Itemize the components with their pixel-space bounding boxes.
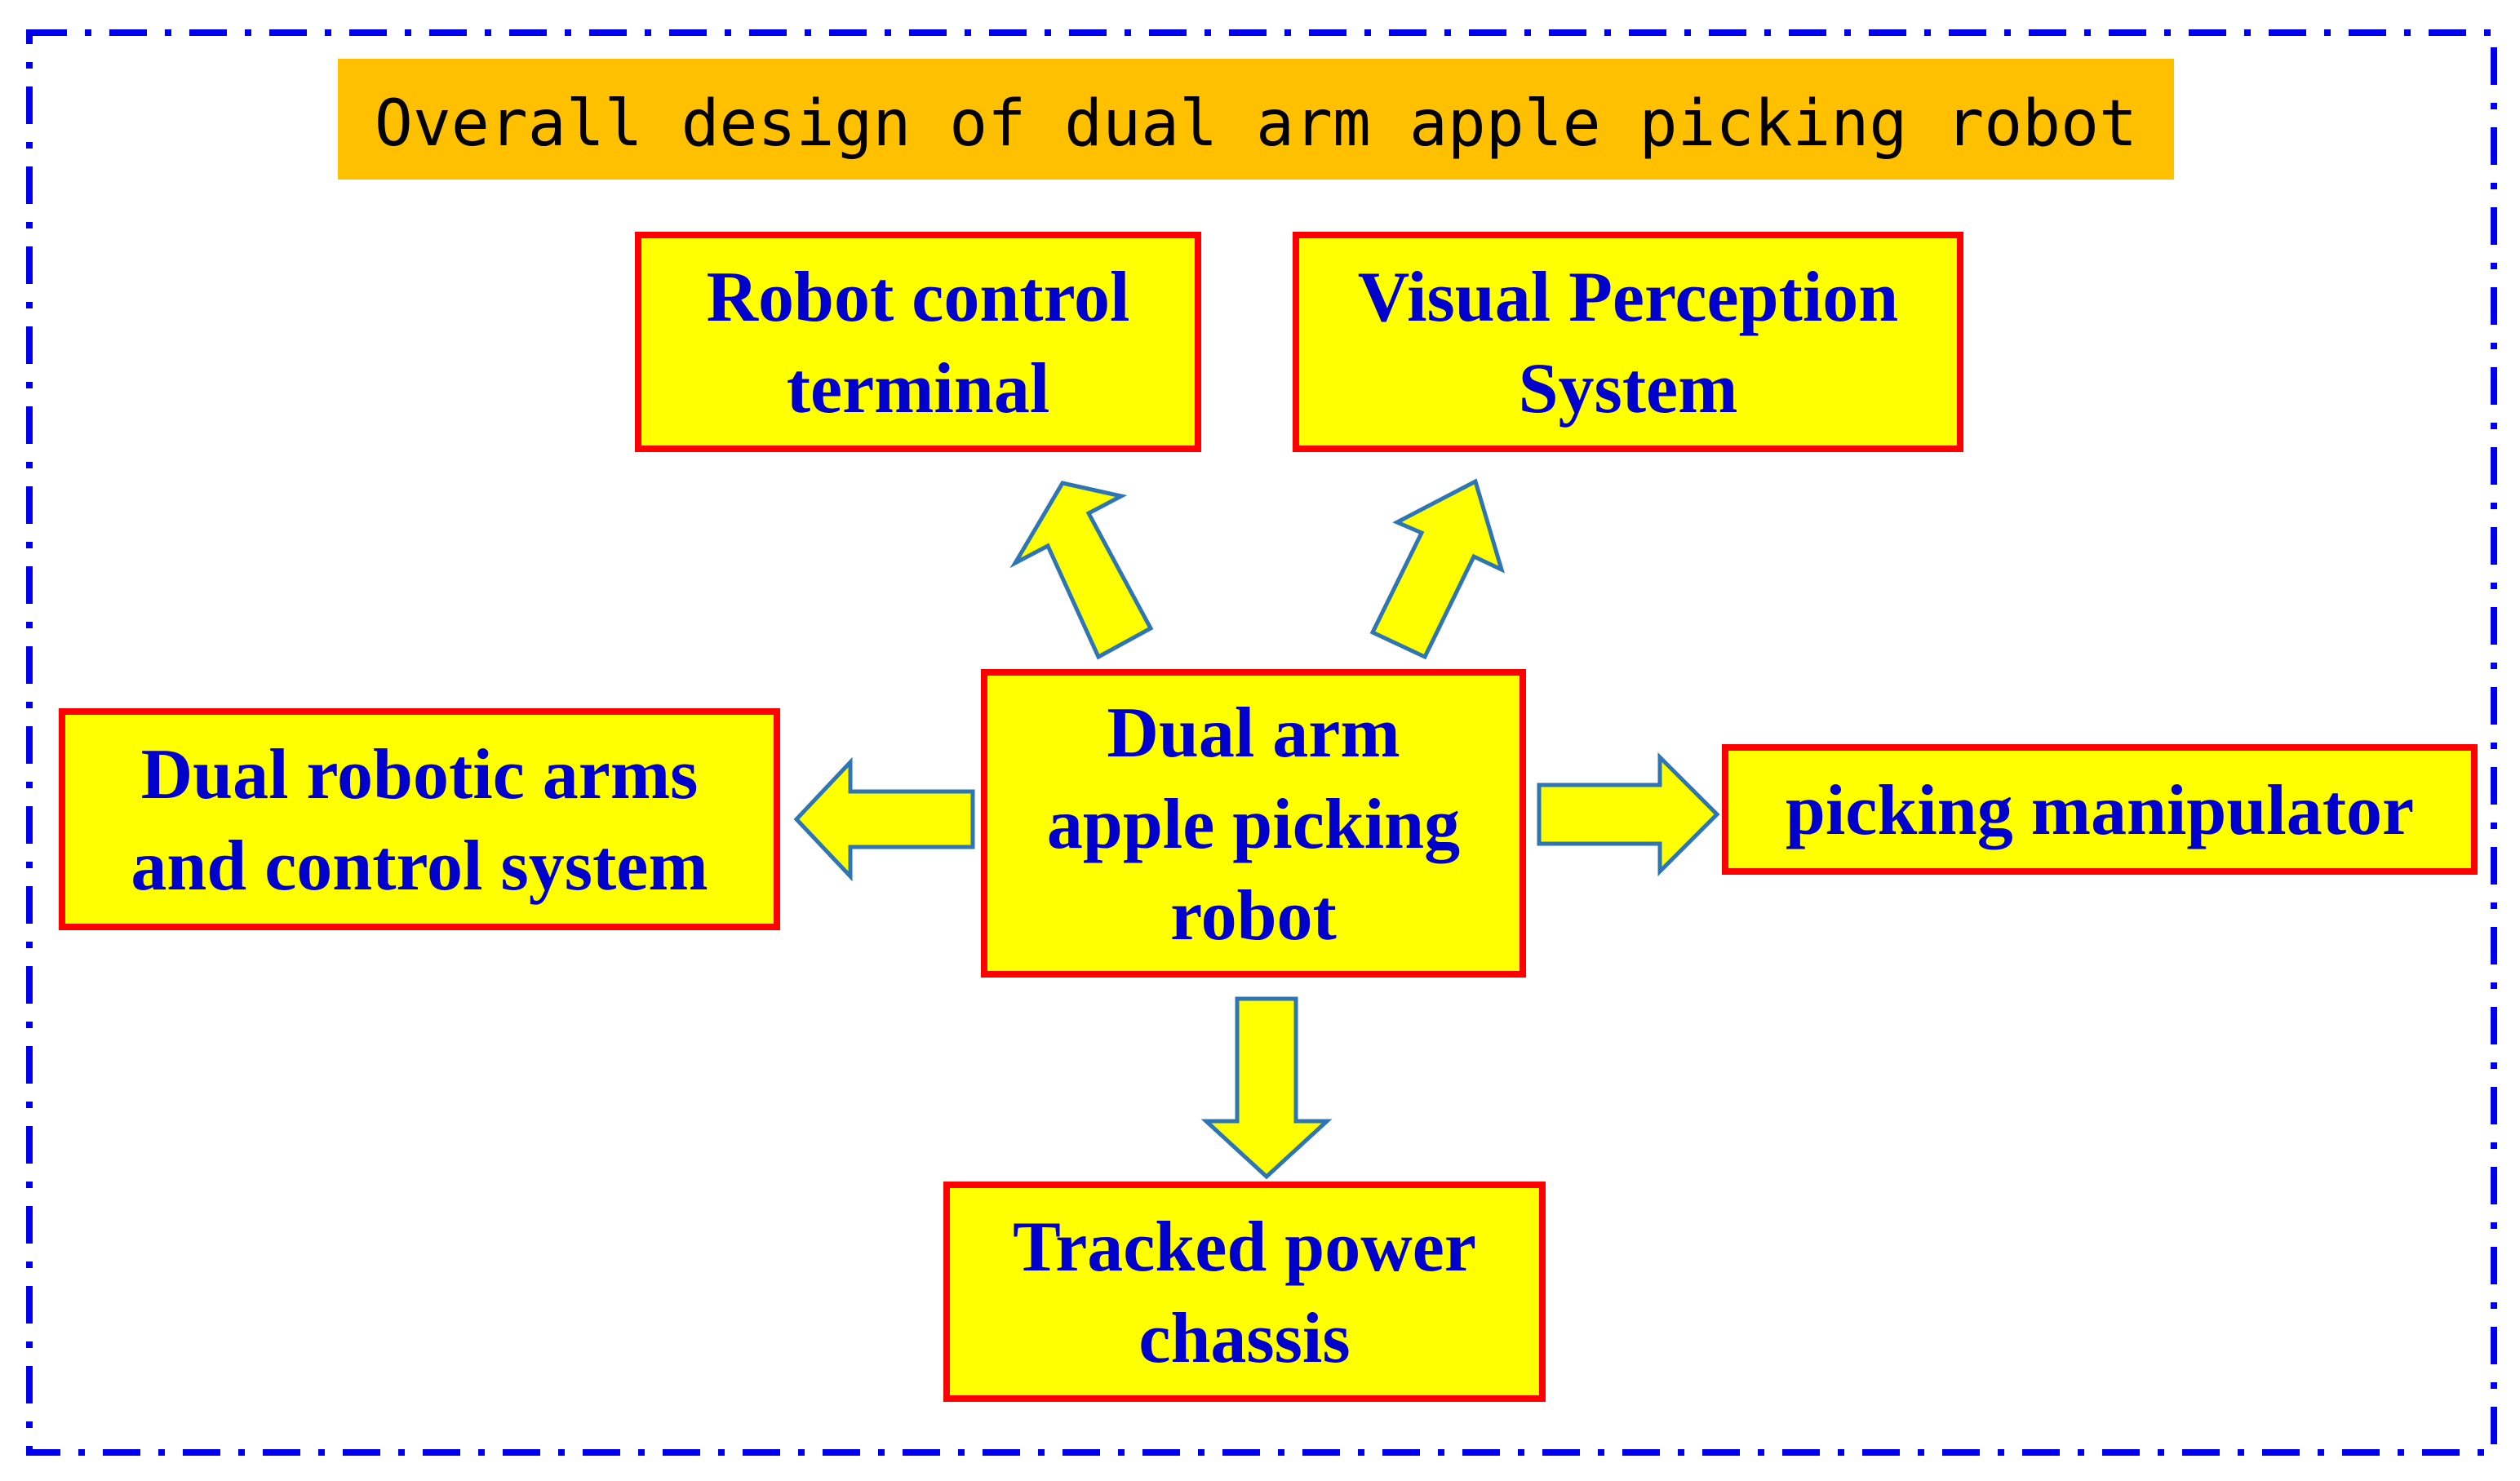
title-banner: Overall design of dual arm apple picking… (338, 59, 2174, 180)
node-background (1293, 232, 1963, 452)
node-background (981, 669, 1526, 978)
arrow-to-robot-control-terminal (1009, 481, 1154, 660)
robot-control-terminal-box: Robot control terminal (635, 232, 1201, 452)
tracked-power-chassis-box: Tracked power chassis (943, 1182, 1546, 1402)
diagram-title: Overall design of dual arm apple picking… (375, 87, 2137, 161)
arrow-to-visual-perception-system (1369, 478, 1505, 660)
arrow-to-dual-robotic-arms (793, 756, 975, 882)
node-background (943, 1182, 1546, 1402)
node-label-line: Dual arm (1107, 694, 1400, 773)
node-label-line: Robot control (706, 258, 1129, 337)
node-background (635, 232, 1201, 452)
node-label-line: and control system (131, 827, 708, 906)
dual-robotic-arms-box: Dual robotic arms and control system (59, 708, 780, 930)
arrow-to-picking-manipulator (1537, 752, 1720, 877)
picking-manipulator-box: picking manipulator (1722, 744, 2478, 875)
arrow-to-tracked-power-chassis (1200, 996, 1333, 1180)
node-label-line: Dual robotic arms (141, 735, 699, 814)
dual-arm-apple-picking-robot-box: Dual arm apple picking robot (981, 669, 1526, 978)
title-background (338, 59, 2174, 180)
outer-frame (26, 29, 2497, 1456)
node-label-line: System (1519, 349, 1738, 428)
node-label-line: terminal (787, 349, 1050, 428)
nodes: Robot control terminal Visual PerceptionSy… (59, 232, 2478, 1402)
node-label-line: Visual Perception (1358, 258, 1898, 337)
node-label-line: robot (1170, 876, 1337, 956)
node-label-line: apple picking (1047, 785, 1460, 864)
arrows (793, 478, 1720, 1180)
node-background (1722, 744, 2478, 875)
node-label-line: Tracked power (1013, 1208, 1476, 1287)
node-background (59, 708, 780, 930)
node-label-line: picking manipulator (1786, 771, 2414, 850)
node-label-line: chassis (1138, 1299, 1350, 1378)
